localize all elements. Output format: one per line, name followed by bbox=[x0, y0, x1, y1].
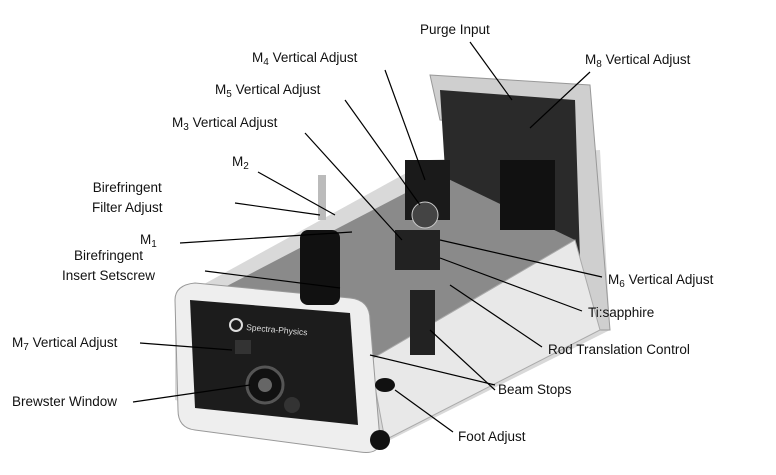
m7-knob bbox=[235, 340, 251, 354]
ti-sapphire-mount bbox=[395, 230, 440, 270]
brewster-window-center bbox=[258, 378, 272, 392]
rod-translation-mount bbox=[410, 290, 435, 355]
rest: Vertical Adjust bbox=[231, 82, 321, 97]
label-purge-input: Purge Input bbox=[420, 22, 490, 37]
rest: Vertical Adjust bbox=[624, 272, 714, 287]
rest: Vertical Adjust bbox=[188, 115, 278, 130]
m: M bbox=[215, 82, 227, 97]
line1: Birefringent bbox=[73, 248, 144, 263]
label-rod-translation-control: Rod Translation Control bbox=[548, 342, 690, 357]
label-m6-vertical-adjust: M6 Vertical Adjust bbox=[608, 270, 713, 295]
m5-knob bbox=[411, 201, 439, 229]
label-ti-sapphire: Ti:sapphire bbox=[588, 305, 655, 320]
line2: Filter Adjust bbox=[92, 200, 163, 215]
label-m8-vertical-adjust: M8 Vertical Adjust bbox=[585, 50, 690, 75]
label-m5-vertical-adjust: M5 Vertical Adjust bbox=[215, 80, 320, 105]
label-m7-vertical-adjust: M7 Vertical Adjust bbox=[12, 333, 117, 358]
logo-mark bbox=[229, 318, 243, 332]
line1: Birefringent bbox=[92, 180, 162, 195]
rest: Vertical Adjust bbox=[28, 335, 118, 350]
m: M bbox=[172, 115, 184, 130]
sub: 5 bbox=[226, 89, 232, 100]
rest: Vertical Adjust bbox=[601, 52, 691, 67]
label-brewster-window: Brewster Window bbox=[12, 394, 118, 409]
birefringent-filter bbox=[300, 230, 340, 305]
output-mount bbox=[500, 160, 555, 230]
front-panel-face bbox=[190, 300, 358, 425]
sub: 2 bbox=[243, 161, 249, 172]
side-panel bbox=[369, 239, 601, 441]
sub: 7 bbox=[23, 342, 29, 353]
m: M bbox=[140, 232, 152, 247]
label-beam-stops: Beam Stops bbox=[498, 382, 572, 397]
leader-lines bbox=[132, 41, 603, 433]
sub: 1 bbox=[151, 239, 157, 250]
line2: Insert Setscrew bbox=[62, 268, 156, 283]
sub: 3 bbox=[183, 122, 189, 133]
m: M bbox=[252, 50, 264, 65]
filter-post bbox=[318, 175, 326, 220]
m: M bbox=[585, 52, 597, 67]
label-foot-adjust: Foot Adjust bbox=[458, 429, 526, 444]
m: M bbox=[232, 154, 244, 169]
sub: 6 bbox=[619, 279, 625, 290]
m: M bbox=[12, 335, 24, 350]
label-m3-vertical-adjust: M3 Vertical Adjust bbox=[172, 113, 277, 138]
sub: 4 bbox=[263, 57, 269, 68]
label-m2: M2 bbox=[232, 152, 249, 177]
sub: 8 bbox=[596, 59, 602, 70]
rest: Vertical Adjust bbox=[268, 50, 358, 65]
foot-adjust bbox=[375, 378, 395, 392]
label-m4-vertical-adjust: M4 Vertical Adjust bbox=[252, 48, 357, 73]
foot bbox=[370, 430, 390, 450]
front-knob bbox=[284, 397, 300, 413]
label-m1: M1 bbox=[140, 230, 157, 255]
m: M bbox=[608, 272, 620, 287]
